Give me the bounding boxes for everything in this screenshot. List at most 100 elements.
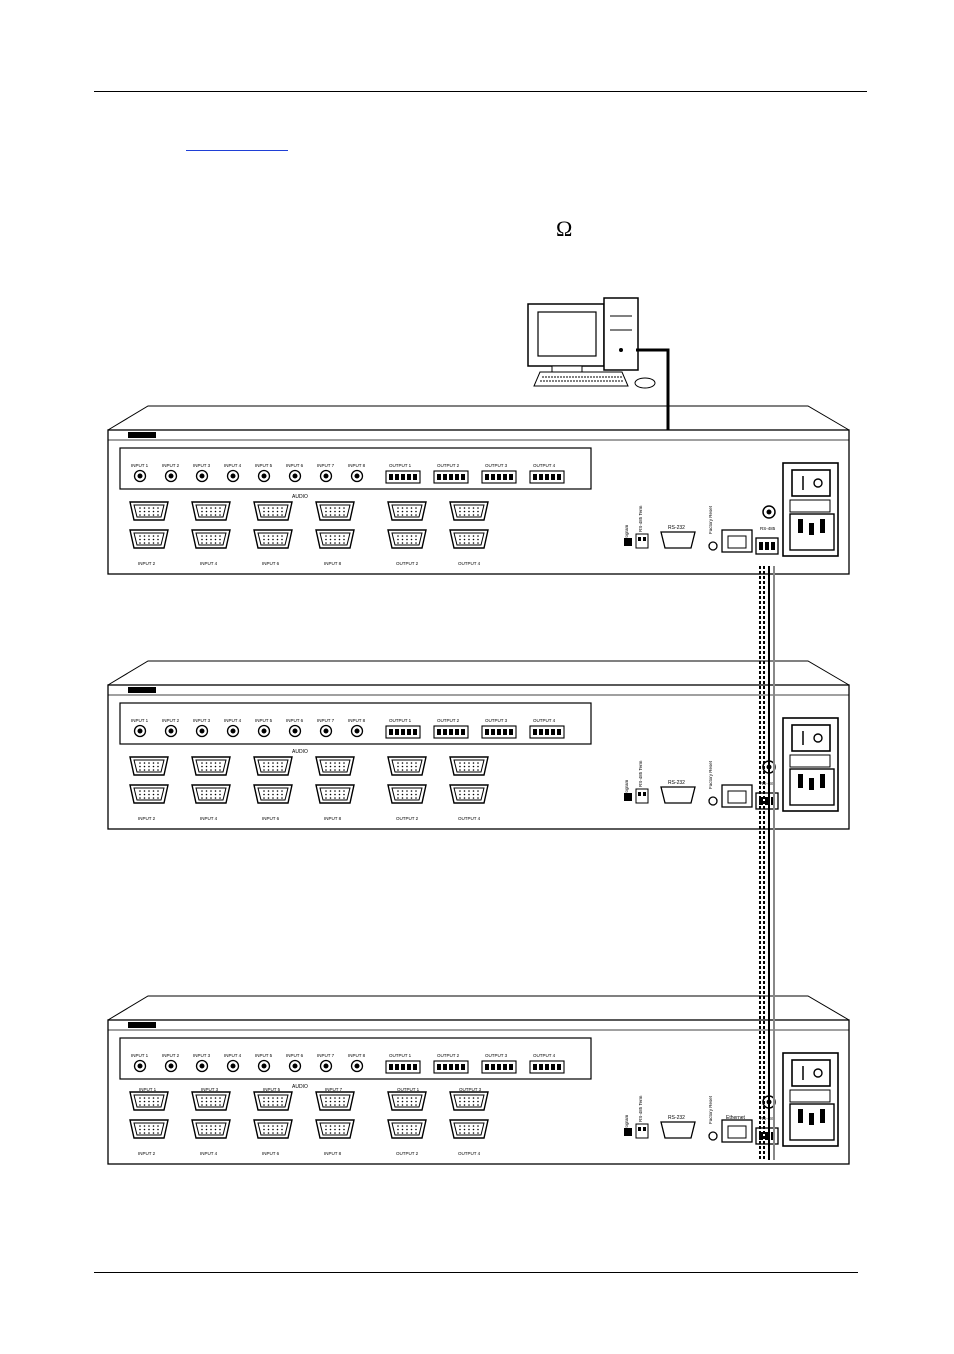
hyperlink-underline[interactable] [186,150,288,151]
audio-input-label: INPUT 3 [193,718,211,723]
power-module [782,1052,839,1147]
vga-connector [315,1119,355,1139]
rs485-label: RS-485 [760,526,776,531]
vga-connector [191,1091,231,1111]
power-module [782,717,839,812]
rs485-label: RS-485 [760,781,776,786]
video-bottom-label: INPUT 4 [200,561,218,566]
video-bottom-label: INPUT 4 [200,1151,218,1156]
audio-input-label: INPUT 1 [131,1053,149,1058]
dip-switch [635,1123,649,1139]
vga-connector [387,1091,427,1111]
video-bottom-label: INPUT 4 [200,816,218,821]
video-top-label: INPUT 5 [263,1087,281,1092]
audio-input-label: INPUT 5 [255,1053,273,1058]
audio-input-label: INPUT 4 [224,1053,242,1058]
video-bottom-label: OUTPUT 4 [458,561,481,566]
audio-output-label: OUTPUT 1 [389,1053,412,1058]
program-label: Program [624,524,629,542]
vga-connector [387,501,427,521]
chassis-top [107,405,850,431]
video-top-label: OUTPUT 3 [459,1087,482,1092]
factory-reset-label: Factory Reset [708,505,713,534]
vga-connector [129,529,169,549]
vga-connector [129,1119,169,1139]
vga-connector [253,756,293,776]
audio-panel [119,702,592,745]
audio-input-label: INPUT 8 [348,1053,366,1058]
rs232-port [660,531,696,549]
rs232-port [660,786,696,804]
vga-connector [253,501,293,521]
video-bottom-label: OUTPUT 4 [458,1151,481,1156]
vga-connector [315,1091,355,1111]
keyboard [533,371,629,387]
vga-connector [449,1119,489,1139]
program-button [624,538,632,546]
program-button [624,793,632,801]
video-bottom-label: INPUT 2 [138,561,156,566]
video-bottom-label: OUTPUT 2 [396,561,419,566]
audio-output-label: OUTPUT 3 [485,1053,508,1058]
audio-output-label: OUTPUT 4 [533,718,556,723]
audio-input-label: INPUT 2 [162,1053,180,1058]
vga-connector [449,1091,489,1111]
header-rule [94,91,867,92]
vga-connector [129,784,169,804]
rs485-term-label: RS-485 Term [638,505,643,532]
fuse-holder [789,754,831,768]
chassis-top [107,995,850,1021]
dip-switch [635,788,649,804]
audio-input-label: INPUT 4 [224,718,242,723]
rs485-term-label: RS-485 Term [638,760,643,787]
vga-connector [191,1119,231,1139]
vga-connector [315,756,355,776]
audio-input-label: INPUT 1 [131,718,149,723]
audio-label: AUDIO [292,1084,308,1090]
rs232-port [660,1121,696,1139]
vga-connector [387,529,427,549]
brand-logo [128,432,156,438]
audio-label: AUDIO [292,749,308,755]
video-top-label: INPUT 1 [139,1087,157,1092]
audio-input-label: INPUT 7 [317,718,335,723]
audio-input-label: INPUT 5 [255,463,273,468]
audio-output-label: OUTPUT 4 [533,1053,556,1058]
video-top-label: INPUT 3 [201,1087,219,1092]
factory-reset-button [708,1131,718,1141]
monitor-screen [537,311,597,357]
video-bottom-label: OUTPUT 2 [396,1151,419,1156]
video-bottom-label: INPUT 8 [324,561,342,566]
brand-logo [128,687,156,693]
audio-input-label: INPUT 7 [317,1053,335,1058]
audio-input-label: INPUT 6 [286,463,304,468]
audio-input-label: INPUT 6 [286,718,304,723]
audio-output-label: OUTPUT 3 [485,718,508,723]
video-bottom-label: INPUT 6 [262,816,280,821]
mouse [634,377,656,389]
chassis-top [107,660,850,686]
factory-reset-label: Factory Reset [708,760,713,789]
fuse-holder [789,499,831,513]
vga-connector [253,529,293,549]
vga-connector [129,756,169,776]
audio-input-label: INPUT 1 [131,463,149,468]
audio-input-label: INPUT 8 [348,718,366,723]
vga-connector [449,784,489,804]
program-button [624,1128,632,1136]
video-bottom-label: OUTPUT 2 [396,816,419,821]
vga-connector [315,501,355,521]
computer-icon [527,297,670,572]
video-bottom-label: INPUT 2 [138,1151,156,1156]
audio-output-label: OUTPUT 3 [485,463,508,468]
audio-output-label: OUTPUT 2 [437,1053,460,1058]
video-bottom-label: OUTPUT 4 [458,816,481,821]
audio-panel [119,1037,592,1080]
vga-connector [387,784,427,804]
vga-connector [449,501,489,521]
audio-input-label: INPUT 2 [162,718,180,723]
rs485-label: RS-485 [760,1116,776,1121]
audio-label: AUDIO [292,494,308,500]
